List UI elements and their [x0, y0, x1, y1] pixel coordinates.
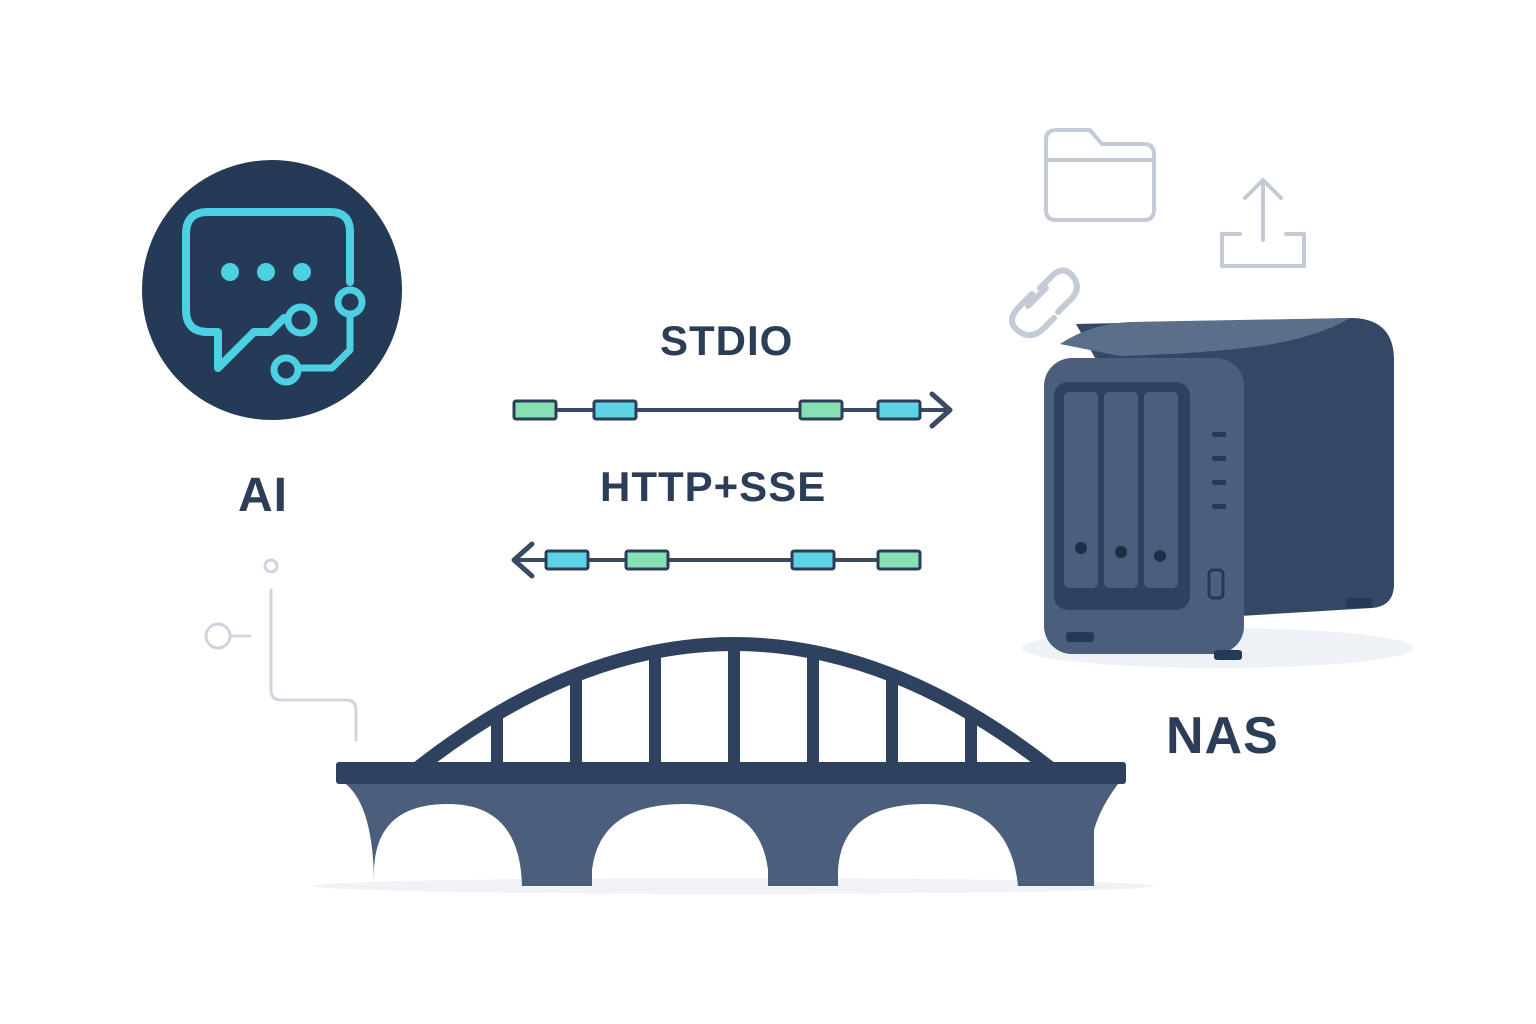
packet-mint — [876, 549, 922, 571]
circuit-trace-icon — [204, 558, 358, 742]
packet-cyan — [592, 399, 638, 421]
ai-label: AI — [238, 469, 288, 522]
packet-mint — [624, 549, 670, 571]
link-icon — [1009, 267, 1080, 339]
packet-mint — [798, 399, 844, 421]
ai-chat-icon — [142, 160, 402, 420]
upload-icon — [1220, 178, 1306, 268]
packet-cyan — [790, 549, 836, 571]
http-sse-arrow — [511, 541, 922, 579]
nas-label: NAS — [1166, 707, 1279, 765]
packet-mint — [512, 399, 558, 421]
packet-cyan — [876, 399, 922, 421]
nas-device-icon — [1022, 318, 1414, 668]
arch-bridge-icon — [314, 637, 1154, 894]
http-sse-label: HTTP+SSE — [600, 463, 827, 510]
stdio-label: STDIO — [660, 317, 794, 364]
stdio-arrow — [512, 391, 953, 429]
packet-cyan — [544, 549, 590, 571]
folder-icon — [1044, 128, 1156, 222]
